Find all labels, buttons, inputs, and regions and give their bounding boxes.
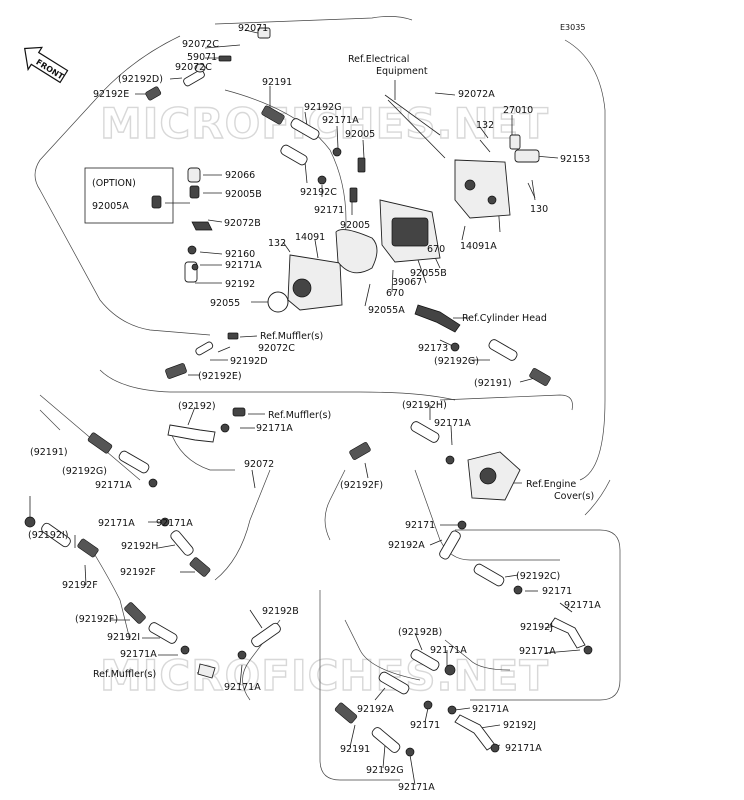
small-clips — [24, 147, 593, 757]
part-label: (OPTION) — [92, 178, 136, 189]
part-label: 92171A — [225, 260, 262, 271]
part-label: 92153 — [560, 154, 590, 165]
part-label: 92005 — [345, 129, 375, 140]
fittings — [151, 27, 540, 679]
part-label: 92066 — [225, 170, 255, 181]
part-label: 92192J — [503, 720, 536, 731]
part-label: 92171A — [98, 518, 135, 529]
part-label: 92192D — [230, 356, 268, 367]
part-label: 92171 — [314, 205, 344, 216]
part-label: 92171A — [120, 649, 157, 660]
part-label: 92171A — [398, 782, 435, 793]
part-label: 92071 — [238, 23, 268, 34]
part-label: 92072C — [258, 343, 295, 354]
part-label: 92005 — [340, 220, 370, 231]
part-label: Ref.Muffler(s) — [268, 410, 331, 421]
part-label: 92160 — [225, 249, 255, 260]
part-label: 92072B — [224, 218, 261, 229]
part-label: 92171 — [410, 720, 440, 731]
part-label: 92171A — [564, 600, 601, 611]
part-label: 92192 — [225, 279, 255, 290]
part-label: (92192G) — [434, 356, 479, 367]
part-label: 92171A — [95, 480, 132, 491]
part-label: (92192H) — [402, 400, 447, 411]
part-label: 132 — [476, 120, 494, 131]
part-label: 92072C — [182, 39, 219, 50]
part-label: 92005B — [225, 189, 262, 200]
part-label: 14091A — [460, 241, 497, 252]
part-label: 92192F — [62, 580, 98, 591]
part-label: 92171A — [434, 418, 471, 429]
part-label: 92192I — [107, 632, 140, 643]
part-label: 92192A — [388, 540, 425, 551]
part-label: 92192B — [262, 606, 299, 617]
part-label: 92192F — [120, 567, 156, 578]
part-label: 92192A — [357, 704, 394, 715]
part-label: Ref.Muffler(s) — [260, 331, 323, 342]
part-label: 92171 — [405, 520, 435, 531]
part-label: (92191) — [30, 447, 68, 458]
part-label: 92171A — [256, 423, 293, 434]
part-label: 92192C — [300, 187, 337, 198]
part-label: 27010 — [503, 105, 533, 116]
part-labels: 9207192072C5907192072C(92192D)92192ERef.… — [28, 23, 601, 793]
part-label: 92191 — [340, 744, 370, 755]
part-label: 130 — [530, 204, 548, 215]
part-label: 670 — [427, 244, 445, 255]
part-label: 39067 — [392, 277, 422, 288]
part-label: (92192G) — [62, 466, 107, 477]
valve-covers — [267, 159, 521, 501]
part-label: (92192B) — [398, 627, 442, 638]
part-label: 132 — [268, 238, 286, 249]
leader-lines — [29, 29, 581, 786]
part-label: 92191 — [262, 77, 292, 88]
part-label: 92072 — [244, 459, 274, 470]
part-label: 92173 — [418, 343, 448, 354]
part-label: Ref.Cylinder Head — [462, 313, 547, 324]
part-label: 92192G — [366, 765, 404, 776]
part-label: 92171A — [472, 704, 509, 715]
part-label: 92171A — [519, 646, 556, 657]
part-label: 92192J — [520, 622, 553, 633]
part-label: 92005A — [92, 201, 129, 212]
part-label: 92192G — [304, 102, 342, 113]
hose-tubes — [41, 69, 586, 753]
part-label: (92192I) — [28, 530, 68, 541]
part-label: 92171A — [224, 682, 261, 693]
front-arrow: FRONT — [24, 46, 69, 84]
option-box — [84, 167, 174, 224]
part-label: 14091 — [295, 232, 325, 243]
watermark: MICROFICHES.NET MICROFICHES.NET — [99, 98, 549, 700]
spring-clamps — [77, 86, 551, 724]
part-label: 92192E — [93, 89, 129, 100]
part-label: (92192F) — [340, 480, 383, 491]
part-label: 92072A — [458, 89, 495, 100]
diagram-code: E3035 — [560, 23, 585, 32]
part-label: Ref.Muffler(s) — [93, 669, 156, 680]
part-label: 92055 — [210, 298, 240, 309]
svg-text:MICROFICHES.NET: MICROFICHES.NET — [100, 99, 549, 148]
part-label: 59071 — [187, 52, 217, 63]
part-label: 670 — [386, 288, 404, 299]
reed-valve-pipe — [384, 94, 461, 333]
part-label: 92171 — [542, 586, 572, 597]
part-label: 92171A — [430, 645, 467, 656]
part-label: (92192F) — [75, 614, 118, 625]
part-label: 92171A — [156, 518, 193, 529]
part-label: 92171A — [505, 743, 542, 754]
part-label: 92055B — [410, 268, 447, 279]
svg-text:MICROFICHES.NET: MICROFICHES.NET — [100, 651, 549, 700]
part-label: (92192D) — [118, 74, 163, 85]
part-label: 92171A — [322, 115, 359, 126]
part-label: (92192C) — [516, 571, 560, 582]
part-label: 92192H — [121, 541, 158, 552]
part-label: (92192E) — [198, 371, 242, 382]
part-label: (92191) — [474, 378, 512, 389]
part-label: 92055A — [368, 305, 405, 316]
part-label: 92072C — [175, 62, 212, 73]
part-label: (92192) — [178, 401, 216, 412]
